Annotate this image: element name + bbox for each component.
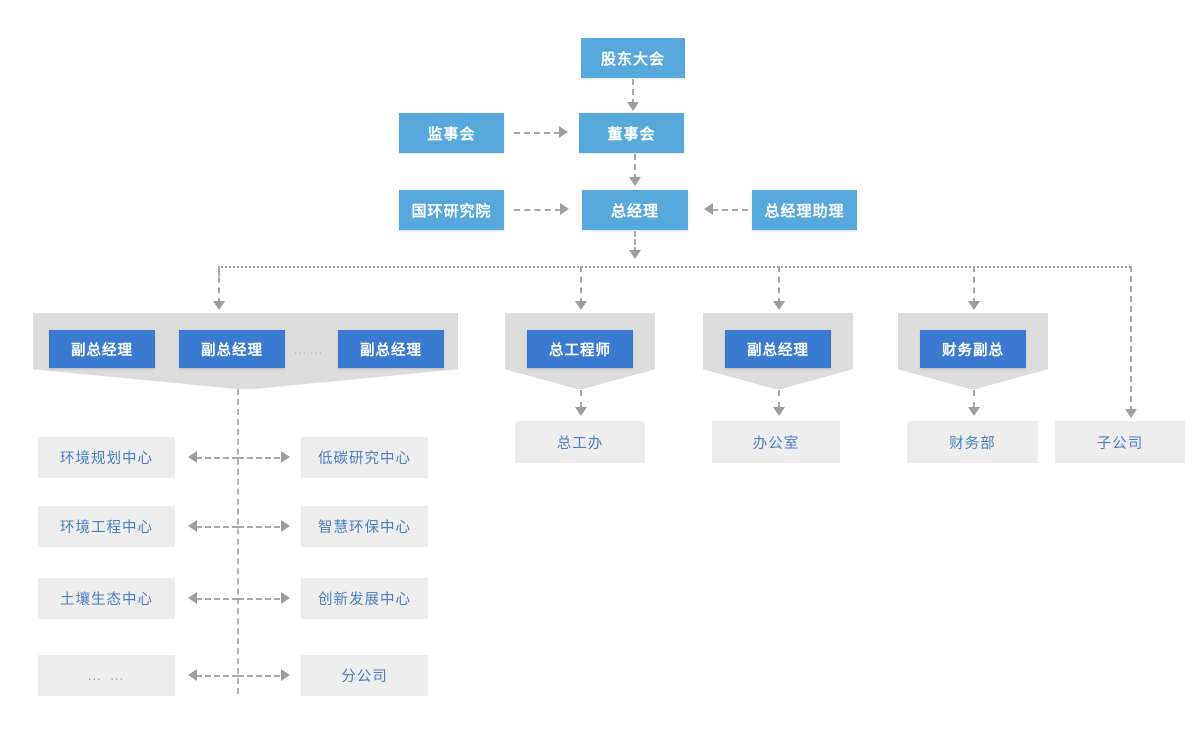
node-finance-deputy[interactable]: 财务副总 [920,330,1026,368]
arrowhead-bus-to-subsidiary [1125,409,1137,418]
arrowhead-institute-to-gm [560,203,569,215]
arrowhead-dept-row-3-left [188,669,197,681]
node-shareholders-meeting[interactable]: 股东大会 [581,38,685,78]
node-board-of-supervisors[interactable]: 监事会 [399,113,504,153]
dept-right-3[interactable]: 分公司 [301,655,428,696]
node-deputy-gm-1[interactable]: 副总经理 [49,330,155,368]
connector-dept-row-3-right [238,675,280,677]
connector-dept-row-1-right [238,526,280,528]
distribution-bus [218,266,1131,268]
arrowhead-bus-to-deputy-group [213,301,225,310]
node-finance-department[interactable]: 财务部 [907,421,1038,463]
connector-dept-row-0-left [196,457,238,459]
arrowhead-chief-engineer-to-office [575,407,587,416]
deputy-gm-ellipsis: …… [293,341,325,357]
arrowhead-deputy-admin-to-office [773,407,785,416]
node-admin-office[interactable]: 办公室 [712,421,840,463]
connector-gm-to-bus [634,231,636,253]
dept-right-0[interactable]: 低碳研究中心 [301,437,428,478]
node-board-of-directors[interactable]: 董事会 [579,113,684,153]
connector-bus-to-deputy-group [218,266,220,304]
arrowhead-dept-row-0-left [188,451,197,463]
connector-assistant-to-gm [712,209,748,211]
connector-supervisors-to-board [514,132,560,134]
arrowhead-dept-row-0-right [281,451,290,463]
node-deputy-gm-n[interactable]: 副总经理 [338,330,444,368]
connector-board-to-gm [634,154,636,180]
connector-dept-row-3-left [196,675,238,677]
dept-left-0[interactable]: 环境规划中心 [38,437,175,478]
arrowhead-board-to-gm [629,177,641,186]
dept-right-1[interactable]: 智慧环保中心 [301,506,428,547]
arrowhead-bus-to-chief-engineer [575,301,587,310]
arrowhead-dept-row-2-left [188,592,197,604]
dept-right-2[interactable]: 创新发展中心 [301,578,428,619]
department-trunk-line [237,389,239,694]
connector-chief-engineer-to-office [580,390,582,408]
node-chief-engineer[interactable]: 总工程师 [527,330,633,368]
arrowhead-dept-row-3-right [281,669,290,681]
node-chief-engineer-office[interactable]: 总工办 [515,421,645,463]
connector-dept-row-2-right [238,598,280,600]
connector-bus-to-chief-engineer [580,266,582,304]
arrowhead-gm-to-bus [629,250,641,259]
arrowhead-bus-to-deputy-admin [773,301,785,310]
connector-dept-row-0-right [238,457,280,459]
dept-left-1[interactable]: 环境工程中心 [38,506,175,547]
node-subsidiary[interactable]: 子公司 [1055,421,1185,463]
arrowhead-dept-row-2-right [281,592,290,604]
connector-dept-row-2-left [196,598,238,600]
arrowhead-assistant-to-gm [704,203,713,215]
node-deputy-gm-2[interactable]: 副总经理 [179,330,285,368]
arrowhead-dept-row-1-left [188,520,197,532]
node-general-manager[interactable]: 总经理 [582,190,688,230]
dept-left-2[interactable]: 土壤生态中心 [38,578,175,619]
bus-cap-right [1130,266,1132,412]
node-gm-assistant[interactable]: 总经理助理 [752,190,857,230]
arrowhead-finance-deputy-to-department [968,407,980,416]
connector-bus-to-finance-deputy [973,266,975,304]
connector-finance-deputy-to-department [973,390,975,408]
connector-dept-row-1-left [196,526,238,528]
connector-shareholders-to-board [632,79,634,105]
connector-institute-to-gm [514,209,561,211]
node-deputy-gm-admin[interactable]: 副总经理 [725,330,831,368]
connector-deputy-admin-to-office [778,390,780,408]
dept-left-3[interactable]: … … [38,655,175,696]
arrowhead-shareholders-to-board [627,102,639,111]
arrowhead-bus-to-finance-deputy [968,301,980,310]
connector-bus-to-deputy-admin [778,266,780,304]
arrowhead-supervisors-to-board [559,126,568,138]
arrowhead-dept-row-1-right [281,520,290,532]
node-research-institute[interactable]: 国环研究院 [399,190,504,230]
